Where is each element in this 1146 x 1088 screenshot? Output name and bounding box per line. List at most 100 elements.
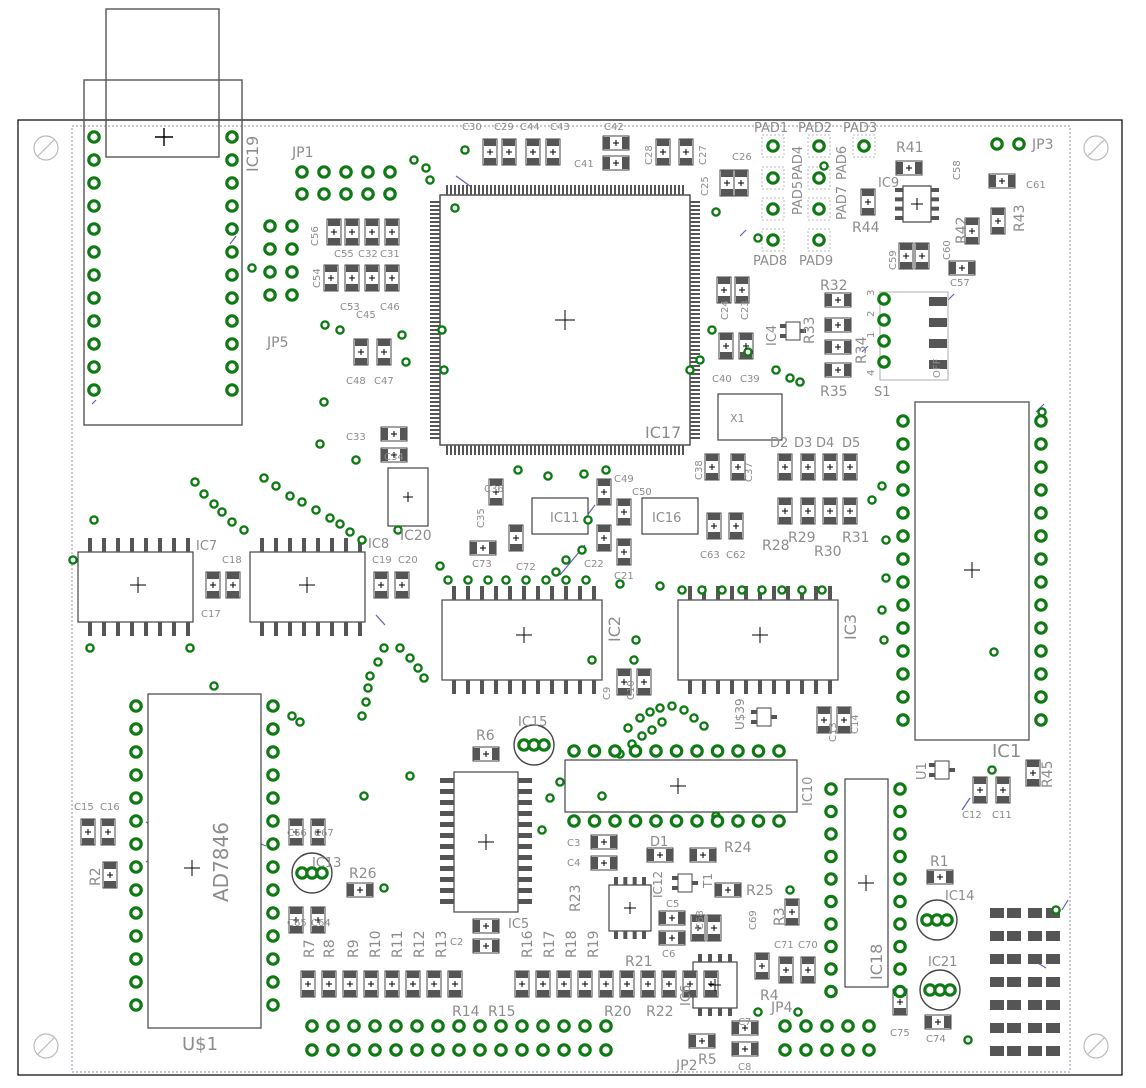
label-c18: C18 [222, 555, 242, 566]
smd-pad [430, 293, 440, 295]
smd-pad [574, 185, 576, 195]
smd-pad [690, 341, 700, 343]
label-c61: C61 [1026, 180, 1046, 191]
via [587, 655, 597, 665]
label-ic10: IC10 [801, 777, 816, 806]
smd-pad [302, 622, 306, 636]
label-d3: D3 [794, 436, 812, 451]
smd-pad [440, 855, 454, 860]
smd-pad [786, 586, 790, 600]
smd-pad [642, 445, 644, 455]
smd-pad [802, 517, 814, 524]
label-c35: C35 [476, 508, 487, 528]
smd-pad [818, 726, 830, 733]
smd-pad [779, 498, 791, 505]
smd-pad [130, 538, 134, 552]
smd-pad [440, 778, 454, 783]
smd-pad [526, 185, 528, 195]
pad-outline [761, 197, 785, 221]
smd-pad [590, 445, 592, 455]
smd-pad [564, 586, 568, 600]
smd-pad [440, 811, 454, 816]
tht-pad [824, 939, 838, 954]
smd-pad [786, 899, 798, 906]
smd-pad [558, 971, 570, 978]
tht-pad [266, 883, 280, 897]
label-r19: R19 [586, 930, 602, 958]
smd-pad [662, 445, 664, 455]
tht-pad [1034, 644, 1048, 658]
smd-pad [386, 238, 398, 245]
header-pin [295, 187, 309, 201]
smd-pad [566, 445, 568, 455]
smd-pad [758, 680, 762, 694]
via [450, 203, 460, 213]
header-pin [263, 288, 277, 302]
tht-pad [896, 506, 910, 520]
tht-pad [893, 894, 907, 909]
via [439, 365, 449, 375]
smd-pad [690, 289, 700, 291]
label-c43: C43 [550, 122, 570, 133]
tht-pad [129, 814, 143, 828]
smd-pad [780, 957, 792, 964]
smd-pad [518, 185, 520, 195]
label-c70: C70 [798, 940, 818, 951]
tht-pad [225, 268, 239, 282]
ic11-body [531, 497, 589, 535]
smd-pad [623, 931, 628, 939]
smd-pad [678, 912, 685, 924]
tht-pad [87, 337, 101, 351]
label-r31: R31 [842, 530, 870, 546]
tht-pad [608, 814, 622, 828]
smd-pad [946, 871, 953, 883]
smd-pad [116, 538, 120, 552]
smd-pad [690, 393, 700, 395]
smd-pad [672, 876, 678, 880]
tht-pad [129, 860, 143, 874]
label-c37: C37 [744, 462, 755, 482]
label-c46: C46 [380, 302, 400, 313]
smd-pad [931, 206, 939, 211]
smd-pad [430, 229, 440, 231]
smd-pad [690, 409, 700, 411]
via [737, 585, 747, 595]
smd-pad [1028, 1046, 1042, 1056]
smd-pad [690, 277, 700, 279]
smd-pad [690, 301, 700, 303]
smd-pad [614, 877, 618, 885]
label-c31: C31 [380, 249, 400, 260]
label-c14: C14 [850, 714, 861, 734]
smd-pad [430, 417, 440, 419]
smd-pad [772, 586, 776, 600]
smd-pad [623, 877, 628, 885]
smd-pad [428, 990, 440, 997]
smd-pad [690, 849, 697, 861]
label-c39: C39 [740, 374, 760, 385]
label-r25: R25 [746, 883, 774, 899]
smd-pad [684, 971, 696, 978]
smd-pad [690, 261, 700, 263]
smd-pad [450, 185, 452, 195]
smd-pad [518, 888, 532, 893]
test-pad [766, 171, 780, 185]
via [413, 663, 423, 673]
smd-pad [88, 538, 92, 552]
smd-pad [562, 445, 564, 455]
smd-pad [689, 1035, 696, 1047]
label-c55: C55 [334, 249, 354, 260]
smd-pad [690, 273, 700, 275]
label-jp3: JP3 [1031, 137, 1053, 153]
smd-pad [430, 405, 440, 407]
smd-pad [610, 445, 612, 455]
smd-pad [186, 622, 190, 636]
smd-pad [484, 139, 496, 146]
smd-pad [207, 591, 219, 598]
smd-pad [690, 397, 700, 399]
header-pin [389, 1043, 403, 1057]
smd-pad [690, 425, 700, 427]
label-r2: R2 [88, 867, 104, 886]
smd-pad [440, 888, 454, 893]
smd-pad [440, 866, 454, 871]
label-c27: C27 [698, 145, 709, 165]
